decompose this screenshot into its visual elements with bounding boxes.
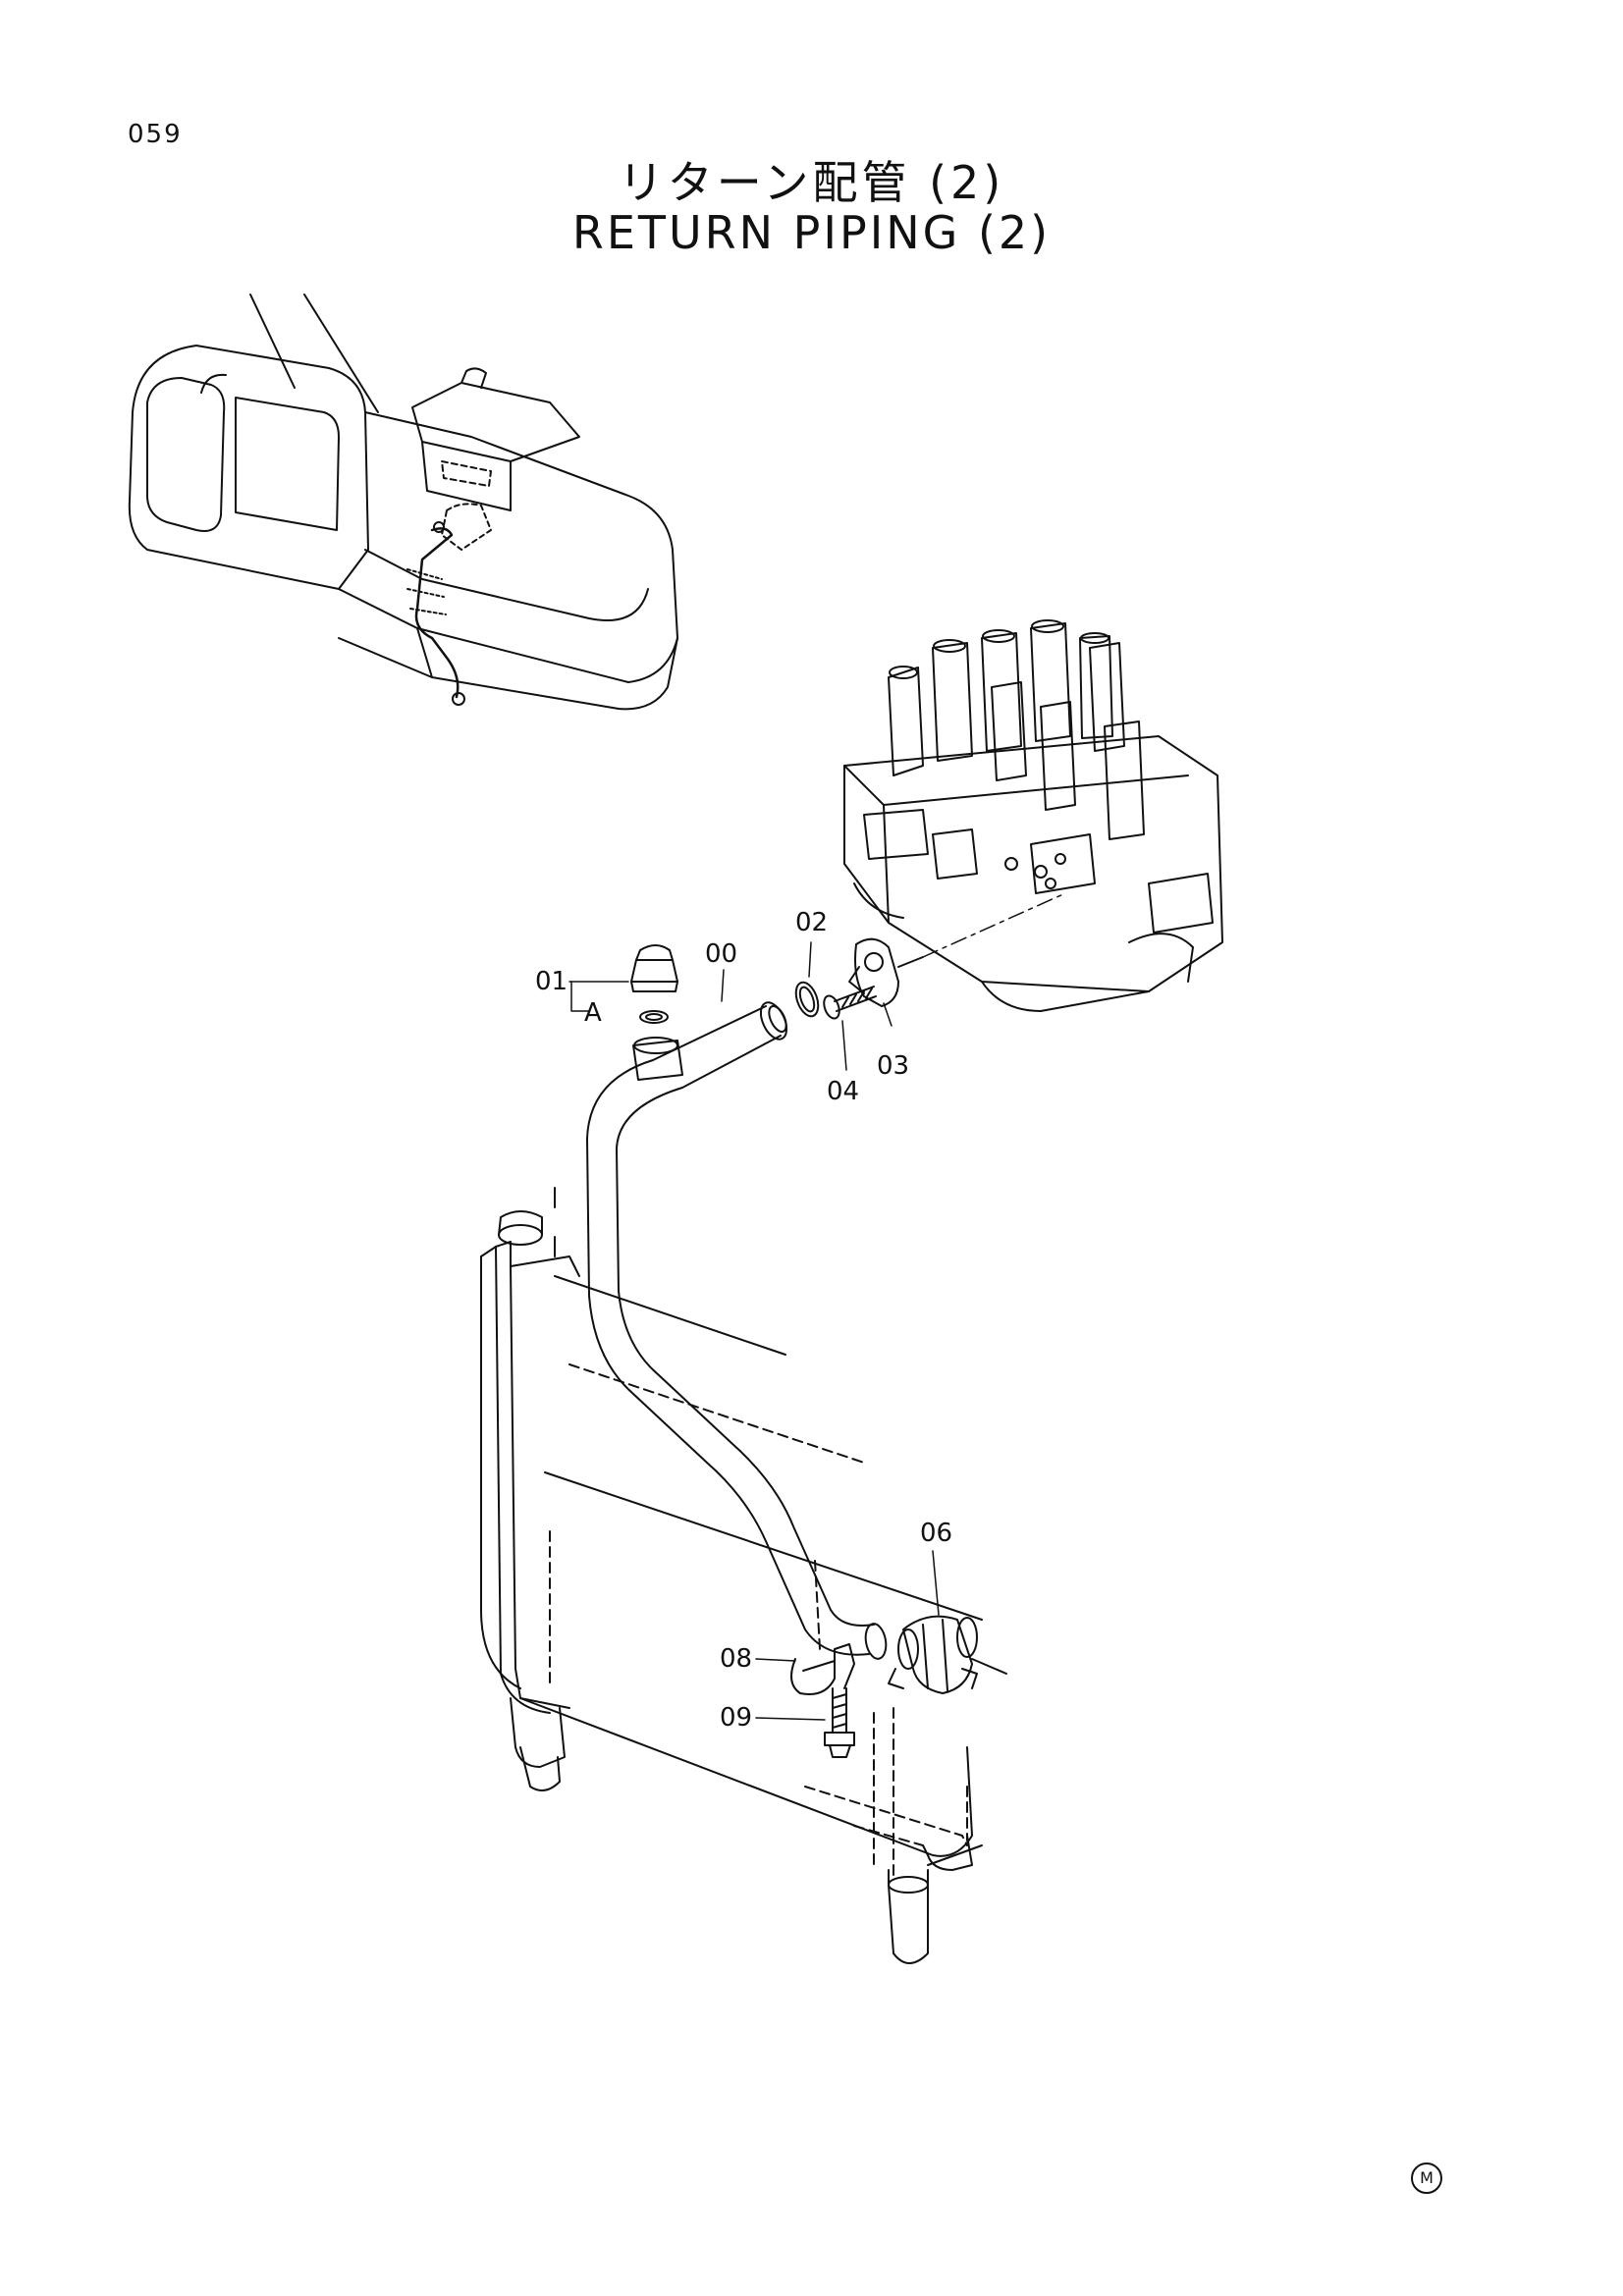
- circled-m-mark: M: [1411, 2163, 1442, 2194]
- bolt-part-04: [823, 986, 877, 1020]
- callout-04: 04: [827, 1077, 859, 1106]
- title-japanese: リターン配管 (2): [618, 156, 1005, 209]
- leader-lines: [568, 892, 1066, 1721]
- clamp-part-06: [888, 1615, 1007, 1694]
- excavator-overview-illustration: [128, 294, 678, 711]
- o-ring-part-02: [794, 981, 820, 1018]
- title-english: RETURN PIPING (2): [571, 206, 1052, 259]
- flange-part-03: [848, 937, 924, 1007]
- bracket-part-08: [790, 1560, 855, 1695]
- callout-a: A: [584, 998, 602, 1028]
- return-pipe-part-00: [586, 1001, 888, 1660]
- callout-09: 09: [720, 1703, 752, 1733]
- cap-part-01: [630, 944, 678, 1024]
- control-valve-illustration: [843, 619, 1223, 1012]
- callout-00: 00: [705, 939, 737, 969]
- page-number: 059: [128, 120, 183, 149]
- callout-06: 06: [920, 1519, 952, 1548]
- bolt-part-09: [824, 1687, 855, 1758]
- callout-03: 03: [877, 1051, 909, 1081]
- callout-08: 08: [720, 1644, 752, 1674]
- callout-labels: 00 01 A 02 03 04 06 08 09: [535, 908, 952, 1733]
- radiator-frame-illustration: [480, 1187, 983, 1964]
- callout-02: 02: [795, 908, 828, 937]
- callout-01: 01: [535, 967, 568, 996]
